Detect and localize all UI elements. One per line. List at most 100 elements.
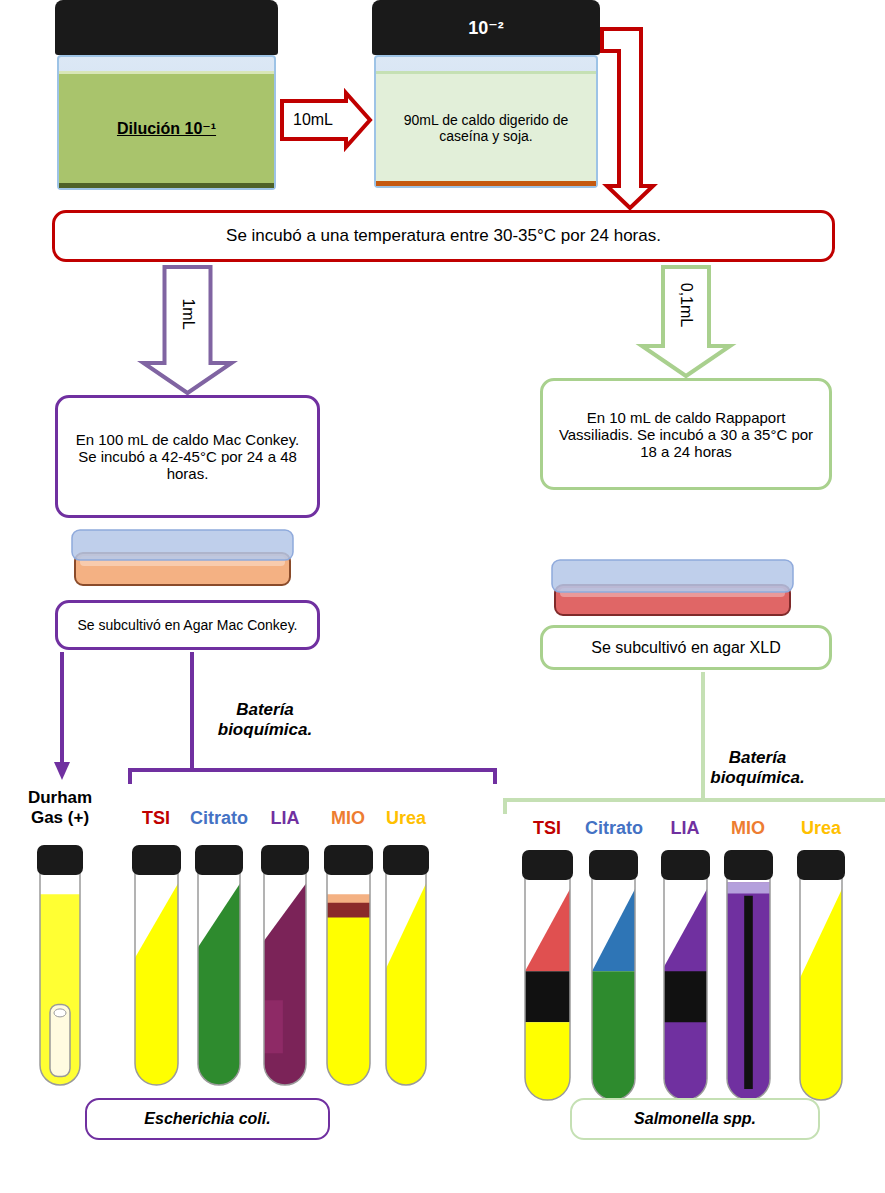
tube-label: LIA: [655, 818, 715, 839]
tube-label: Citrato: [184, 808, 254, 829]
medium-layer: [264, 1000, 283, 1053]
jar-body: Dilución 10⁻¹: [57, 55, 276, 190]
tube-medium: [327, 894, 370, 1085]
node-text: En 100 mL de caldo Mac Conkey. Se incubó…: [70, 431, 305, 482]
tube-label: MIO: [718, 818, 778, 839]
process-box: En 100 mL de caldo Mac Conkey. Se incubó…: [55, 395, 320, 518]
tube-cap: [37, 845, 83, 875]
medium-layer: [525, 971, 570, 1022]
tube-medium: [800, 889, 842, 1100]
tube-glass: [198, 873, 240, 1085]
medium-layer: [198, 884, 240, 1085]
tube-outline: [135, 873, 178, 1085]
node-text: Se subcultivó en agar XLD: [591, 639, 780, 657]
node-text: Escherichia coli.: [144, 1110, 270, 1128]
medium-layer: [264, 884, 306, 1085]
tube-cap: [261, 845, 309, 875]
tube-glass: [664, 878, 707, 1100]
tube-glass: [592, 878, 635, 1100]
jar-lid: [55, 0, 278, 55]
tube-cap: [522, 850, 573, 880]
tube-glass: [264, 873, 306, 1085]
jar-lid: 10⁻²: [372, 0, 600, 55]
node-text: Se incubó a una temperatura entre 30-35°…: [226, 226, 661, 246]
bracket: [62, 652, 495, 784]
jar-liquid: Dilución 10⁻¹: [59, 71, 274, 188]
block-arrow: [642, 267, 730, 376]
petri-dish: [72, 530, 293, 585]
tube-cap: [324, 845, 373, 875]
tube-cap: [195, 845, 243, 875]
test-tube: [37, 845, 83, 1085]
test-tube: [261, 845, 309, 1085]
tube-label: Urea: [376, 808, 436, 829]
tube-medium: [592, 889, 635, 1100]
tube-outline: [386, 873, 426, 1085]
tube-label: TSI: [126, 808, 186, 829]
jar-liquid: 90mL de caldo digerido de caseína y soja…: [376, 71, 596, 186]
tube-medium: [386, 884, 426, 1085]
tube-outline: [525, 878, 570, 1100]
tube-cap: [797, 850, 845, 880]
durham-tube: [50, 1004, 70, 1076]
tube-glass: [386, 873, 426, 1085]
block-arrow: [602, 29, 653, 208]
medium-layer: [386, 884, 426, 1085]
medium-layer: [40, 894, 80, 1085]
medium-layer: [327, 894, 370, 902]
block-arrow: [144, 267, 232, 393]
jar-body: 90mL de caldo digerido de caseína y soja…: [374, 55, 598, 188]
edge-label: 1mL: [179, 296, 197, 331]
medium-layer: [592, 971, 635, 1100]
section-label: Batería bioquímica.: [705, 748, 810, 788]
tube-outline: [727, 878, 770, 1100]
tube-cap: [132, 845, 181, 875]
medium-layer: [525, 889, 570, 971]
tube-medium: [525, 889, 570, 1100]
tube-cap: [383, 845, 429, 875]
tube-label: Durham Gas (+): [22, 788, 98, 828]
process-box: Se incubó a una temperatura entre 30-35°…: [52, 210, 835, 262]
node-text: Dilución 10⁻¹: [117, 119, 216, 138]
tube-label: LIA: [255, 808, 315, 829]
medium-layer: [592, 889, 635, 971]
node-text: 90mL de caldo digerido de caseína y soja…: [384, 112, 588, 144]
medium-layer: [727, 882, 770, 1100]
tube-label: MIO: [318, 808, 378, 829]
test-tube: [383, 845, 429, 1085]
medium-layer: [525, 1022, 570, 1100]
test-tube: [797, 850, 845, 1100]
test-tube: [195, 845, 243, 1085]
tube-glass: [800, 878, 842, 1100]
process-box: Se subcultivó en Agar Mac Conkey.: [55, 600, 320, 650]
process-box: Escherichia coli.: [85, 1098, 330, 1140]
edge-label: 0,1mL: [677, 281, 695, 329]
tube-glass: [327, 873, 370, 1085]
test-tube: [132, 845, 181, 1085]
test-tube: [589, 850, 638, 1100]
process-box: En 10 mL de caldo Rappaport Vassiliadis.…: [540, 378, 832, 490]
tube-label: Urea: [790, 818, 852, 839]
tube-medium: [664, 889, 707, 1100]
test-tube: [522, 850, 573, 1100]
tube-glass: [727, 878, 770, 1100]
tube-glass: [525, 878, 570, 1100]
bracket: [505, 672, 885, 814]
edge-label: 10mL: [291, 111, 335, 129]
tube-cap: [661, 850, 710, 880]
medium-layer: [327, 901, 370, 918]
medium-layer: [727, 882, 770, 893]
process-box: Salmonella spp.: [570, 1098, 820, 1140]
node-text: Salmonella spp.: [634, 1110, 756, 1128]
tube-outline: [40, 873, 80, 1085]
tube-label: Citrato: [578, 818, 650, 839]
medium-layer: [664, 889, 707, 1100]
tube-cap: [724, 850, 773, 880]
medium-layer: [744, 896, 753, 1089]
block-arrow: [282, 93, 370, 147]
tube-medium: [264, 884, 306, 1085]
tube-medium: [135, 884, 178, 1085]
test-tube: [724, 850, 773, 1100]
tube-outline: [327, 873, 370, 1085]
tube-outline: [664, 878, 707, 1100]
